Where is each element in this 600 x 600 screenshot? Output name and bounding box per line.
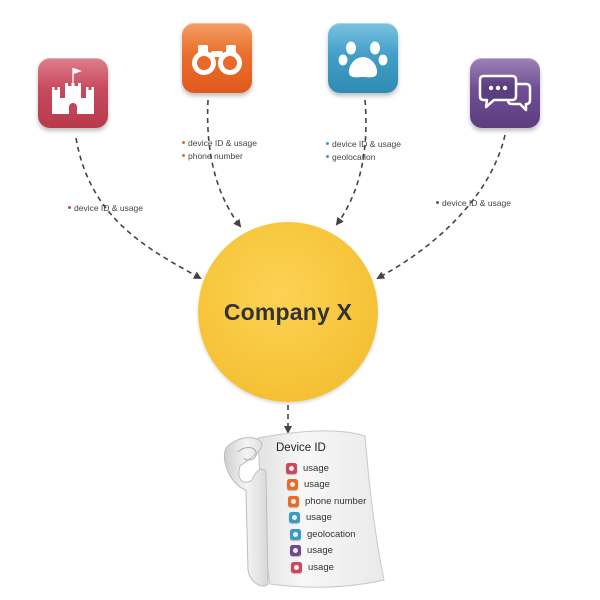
castle-app-icon bbox=[38, 58, 108, 128]
binoculars-data-notes: device ID & usage phone number bbox=[182, 137, 257, 163]
binoculars-app-icon bbox=[182, 23, 252, 93]
scroll-item: usage bbox=[287, 477, 366, 494]
paw-app-icon bbox=[328, 23, 398, 93]
chat-app-icon bbox=[470, 58, 540, 128]
paw-data-notes: device ID & usage geolocation bbox=[326, 138, 401, 164]
company-label: Company X bbox=[223, 298, 353, 325]
note-item: device ID & usage bbox=[68, 202, 143, 215]
bullet-icon bbox=[436, 201, 439, 205]
bullet-icon bbox=[182, 154, 185, 158]
binoculars-mini-icon bbox=[287, 479, 298, 491]
note-item: device ID & usage bbox=[436, 197, 511, 210]
note-item: geolocation bbox=[326, 151, 401, 164]
castle-data-notes: device ID & usage bbox=[68, 202, 143, 215]
bullet-icon bbox=[326, 155, 329, 159]
bullet-icon bbox=[68, 206, 71, 210]
bullet-icon bbox=[326, 142, 329, 146]
note-item: device ID & usage bbox=[326, 138, 401, 151]
bullet-icon bbox=[182, 141, 185, 145]
scroll-item: usage bbox=[291, 559, 366, 576]
scroll-item: usage bbox=[286, 460, 366, 477]
castle-icon bbox=[52, 68, 94, 114]
scroll-item: geolocation bbox=[290, 526, 366, 543]
scroll-item: usage bbox=[290, 543, 366, 560]
binoculars-icon bbox=[192, 45, 242, 75]
paw-icon bbox=[338, 41, 388, 78]
castle-mini-icon bbox=[291, 561, 302, 573]
paw-to-company-arrow bbox=[335, 99, 367, 226]
scroll-item: usage bbox=[289, 510, 366, 527]
chat-to-company-arrow bbox=[376, 134, 506, 279]
castle-to-company-arrow bbox=[75, 137, 202, 279]
chat-mini-icon bbox=[290, 545, 301, 557]
binoculars-mini-icon bbox=[288, 495, 299, 507]
paw-mini-icon bbox=[289, 512, 300, 524]
castle-mini-icon bbox=[286, 462, 297, 474]
scroll-item: phone number bbox=[288, 493, 366, 510]
chat-bubbles-icon bbox=[478, 74, 532, 112]
scroll-data-list: usage usage phone number usage geolocati… bbox=[286, 460, 366, 576]
binoculars-to-company-arrow bbox=[206, 99, 242, 228]
scroll-title: Device ID bbox=[276, 442, 326, 454]
note-item: device ID & usage bbox=[182, 137, 257, 150]
paw-mini-icon bbox=[290, 528, 301, 540]
note-item: phone number bbox=[182, 150, 257, 163]
company-node: Company X bbox=[198, 222, 378, 402]
chat-data-notes: device ID & usage bbox=[436, 197, 511, 210]
